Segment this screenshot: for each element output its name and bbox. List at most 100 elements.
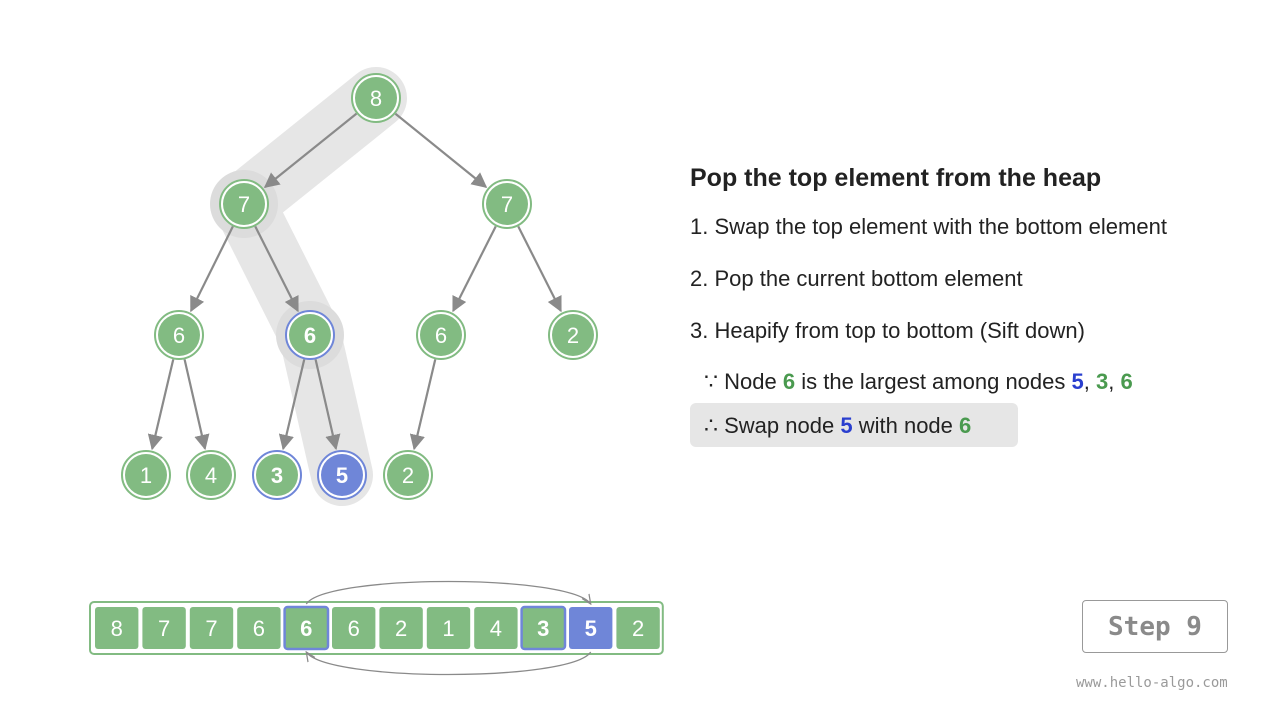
tree-node: 6	[154, 310, 204, 360]
swap-arc-top	[305, 580, 590, 605]
node-body	[125, 454, 167, 496]
array-cell-value: 3	[537, 616, 549, 641]
because-line: ∵ Node 6 is the largest among nodes 5, 3…	[704, 369, 1133, 394]
array-cell-box	[520, 605, 567, 651]
array-cell: 6	[332, 607, 376, 649]
sift-path-highlight	[210, 67, 407, 506]
node-label: 2	[402, 463, 414, 488]
array-cell-value: 6	[300, 616, 312, 641]
array-cell-value: 4	[490, 616, 502, 641]
therefore-prefix: Swap node	[724, 413, 835, 438]
array-cell: 2	[616, 607, 660, 649]
array-cell: 7	[142, 607, 186, 649]
therefore-node-a: 5	[840, 413, 853, 438]
array-cell-value: 2	[395, 616, 407, 641]
tree-edge	[147, 359, 175, 451]
array-cell: 6	[283, 605, 330, 651]
step-indicator: Step 9	[1082, 600, 1228, 653]
tree-edge	[254, 225, 299, 313]
array-cell-box	[189, 607, 234, 649]
node-body	[223, 183, 265, 225]
array-cell: 4	[474, 607, 518, 649]
array-cell: 1	[426, 607, 471, 649]
tree-node: 7	[219, 179, 269, 229]
node-body	[321, 454, 363, 496]
array-cell-value: 6	[253, 616, 265, 641]
tree-edge	[263, 112, 358, 189]
tree-edge	[409, 359, 437, 451]
node-body	[158, 314, 200, 356]
tree-edges	[147, 112, 562, 451]
because-node-c: 6	[1120, 369, 1133, 394]
array-cell: 8	[95, 607, 139, 649]
swap-arc-bottom	[306, 652, 592, 676]
array-cell-box	[379, 607, 423, 649]
node-label: 6	[304, 323, 316, 348]
because-middle: is the largest among nodes	[801, 369, 1066, 394]
node-body	[190, 454, 232, 496]
tree-node: 7	[482, 179, 532, 229]
array-cell-box	[569, 607, 613, 649]
array-cell-box	[95, 607, 139, 649]
node-body	[420, 314, 462, 356]
node-label: 6	[435, 323, 447, 348]
therefore-line: ∴ Swap node 5 with node 6	[704, 413, 971, 439]
panel-title: Pop the top element from the heap	[690, 164, 1102, 192]
node-label: 1	[140, 463, 152, 488]
tree-node: 6	[285, 310, 335, 360]
tree-node: 6	[416, 310, 466, 360]
tree-node: 4	[186, 450, 236, 500]
array-cell-box	[426, 607, 471, 649]
array-cell-box	[332, 607, 376, 649]
site-footer: www.hello-algo.com	[1076, 675, 1228, 691]
because-prefix: Node	[724, 369, 777, 394]
array-cell-box	[237, 607, 281, 649]
therefore-node-b: 6	[959, 413, 972, 438]
tree-edge	[183, 359, 210, 451]
tree-node: 8	[351, 73, 401, 123]
because-node: 6	[782, 369, 796, 394]
node-label: 8	[370, 86, 382, 111]
node-body	[289, 314, 331, 356]
tree-node: 2	[548, 310, 598, 360]
array-cell-value: 7	[205, 616, 217, 641]
conclusion-highlight	[690, 403, 1018, 447]
node-label: 4	[205, 463, 217, 488]
therefore-middle: with node	[858, 413, 953, 438]
step-2-text: 2. Pop the current bottom element	[690, 266, 1023, 291]
tree-node: 5	[317, 450, 367, 500]
array-cell-value: 2	[632, 616, 644, 641]
because-node-a: 5	[1071, 369, 1084, 394]
array-cell: 2	[379, 607, 423, 649]
step-3-text: 3. Heapify from top to bottom (Sift down…	[690, 318, 1085, 343]
node-label: 2	[567, 323, 579, 348]
step-1-text: 1. Swap the top element with the bottom …	[690, 214, 1167, 239]
tree-node: 1	[121, 450, 171, 500]
tree-edge	[190, 225, 234, 313]
tree-edge	[278, 359, 306, 451]
node-body	[486, 183, 528, 225]
array-cell-value: 7	[158, 616, 170, 641]
node-label: 6	[173, 323, 185, 348]
node-label: 5	[336, 463, 348, 488]
tree-edge	[517, 225, 562, 313]
array-cell-box	[142, 607, 186, 649]
array-cell-value: 5	[585, 616, 597, 641]
node-label: 7	[501, 192, 513, 217]
node-body	[355, 77, 397, 119]
array-cell: 7	[189, 607, 234, 649]
array-cell: 5	[569, 607, 613, 649]
array-cell-value: 8	[111, 616, 123, 641]
tree-edge	[452, 225, 497, 313]
because-symbol: ∵	[704, 369, 718, 394]
array-cell-value: 6	[348, 616, 360, 641]
array-cell-box	[616, 607, 660, 649]
node-body	[387, 454, 429, 496]
therefore-symbol: ∴	[704, 413, 718, 438]
because-node-b: 3	[1096, 369, 1109, 394]
array-cell: 6	[237, 607, 281, 649]
tree-node: 2	[383, 450, 433, 500]
